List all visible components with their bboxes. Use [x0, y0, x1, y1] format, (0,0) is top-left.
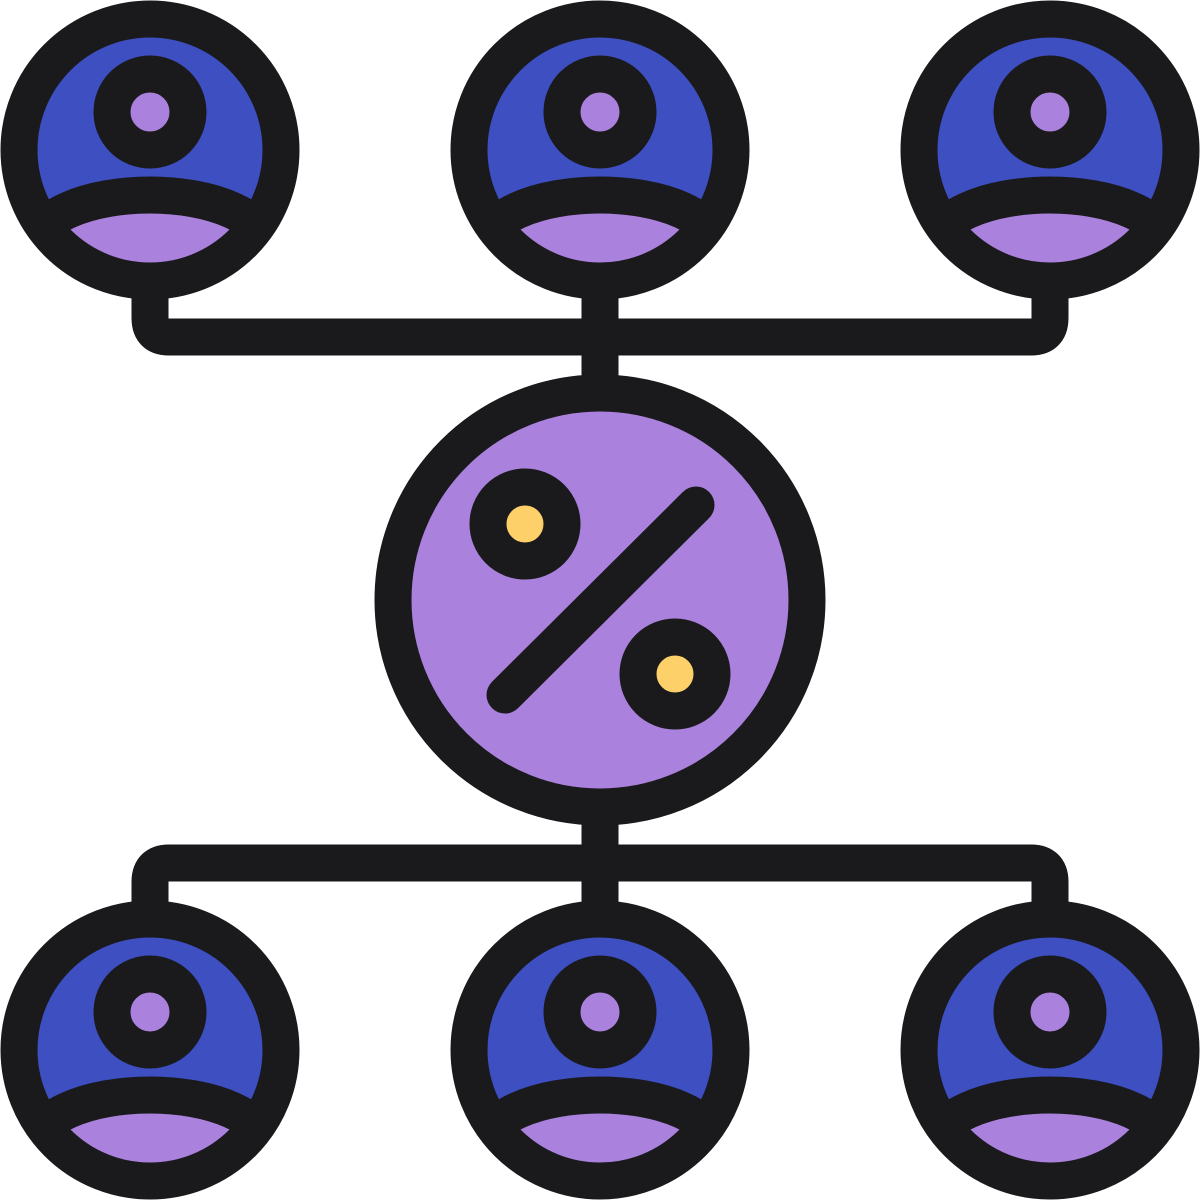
user-icon	[0, 900, 300, 1200]
user-icon	[450, 0, 750, 300]
user-icon	[0, 0, 300, 300]
user-icon	[450, 900, 750, 1200]
percent-dot-top	[469, 468, 581, 580]
percent-slash	[486, 486, 715, 714]
percent-dot-bottom	[619, 618, 731, 730]
connector-lines	[131, 290, 1069, 910]
user-icon	[900, 0, 1200, 300]
user-icon	[900, 900, 1200, 1200]
percent-icon	[374, 374, 826, 826]
